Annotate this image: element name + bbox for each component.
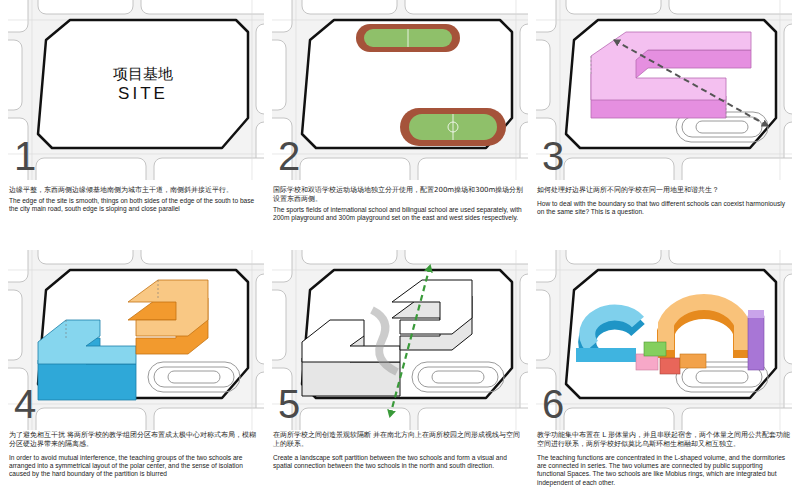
step-number: 4 <box>14 384 36 424</box>
caption-chinese: 在两所学校之间创造景观软隔断 并在南北方向上在两所校园之间形成视线与空间上的联系… <box>273 431 527 449</box>
caption-chinese: 教学功能集中布置在 L 形体量内，并且串联起宿舍，两个体量之间用公共配套功能空间… <box>537 431 791 449</box>
caption-english: Create a landscape soft partition betwee… <box>273 454 527 470</box>
site-outline: 项目基地SITE <box>38 20 248 148</box>
step-number: 5 <box>278 384 300 424</box>
caption-english: How to deal with the boundary so that tw… <box>537 200 791 216</box>
caption-chinese: 如何处理好边界让两所不同的学校在同一用地里和谐共生？ <box>537 186 791 195</box>
step-number: 6 <box>542 384 564 424</box>
caption-block: 国际学校和双语学校运动场场地独立分开使用，配置200m操场和300m操场分别设置… <box>273 186 527 222</box>
site-subtitle: SITE <box>118 84 168 104</box>
caption-chinese: 国际学校和双语学校运动场场地独立分开使用，配置200m操场和300m操场分别设置… <box>273 186 527 204</box>
caption-block: 如何处理好边界让两所不同的学校在同一用地里和谐共生？ How to deal wi… <box>537 186 791 216</box>
site-title: 项目基地 <box>113 64 173 84</box>
caption-chinese: 为了避免相互干扰 将两所学校的教学组团分区布置成太极中心对称式布局，模糊分区硬边… <box>9 431 263 449</box>
caption-english: The sports fields of international schoo… <box>273 206 527 222</box>
caption-block: 在两所学校之间创造景观软隔断 并在南北方向上在两所校园之间形成视线与空间上的联系… <box>273 431 527 470</box>
caption-english: The teaching functions are concentrated … <box>537 454 791 487</box>
step-number: 2 <box>278 136 300 176</box>
step-number: 3 <box>542 136 564 176</box>
caption-block: 为了避免相互干扰 将两所学校的教学组团分区布置成太极中心对称式布局，模糊分区硬边… <box>9 431 263 479</box>
caption-block: 边缘平整，东西两侧边缘倾基地南侧为城市主干道，南侧斜并接近平行。 The edge… <box>9 186 263 213</box>
caption-chinese: 边缘平整，东西两侧边缘倾基地南侧为城市主干道，南侧斜并接近平行。 <box>9 186 263 195</box>
caption-block: 教学功能集中布置在 L 形体量内，并且串联起宿舍，两个体量之间用公共配套功能空间… <box>537 431 791 487</box>
step-number: 1 <box>14 136 36 176</box>
caption-english: In order to avoid mutual interference, t… <box>9 454 263 479</box>
caption-english: The edge of the site is smooth, things o… <box>9 197 263 213</box>
